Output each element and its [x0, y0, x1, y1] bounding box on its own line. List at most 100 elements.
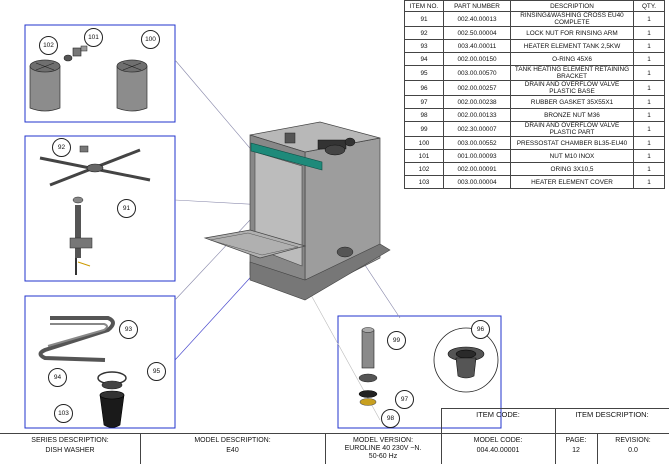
callout-99: 99: [387, 331, 406, 350]
page-cell: PAGE: 12: [555, 434, 597, 464]
detail-frame-bottom: [24, 295, 176, 429]
cell-item-no: 93: [404, 39, 444, 53]
callout-100: 100: [141, 30, 160, 49]
cell-part-number: 003.00.00570: [443, 65, 511, 81]
revision-value: 0.0: [628, 447, 638, 454]
header-description: DESCRIPTION: [510, 0, 634, 12]
cell-item-no: 97: [404, 95, 444, 109]
leader-line: [174, 59, 261, 161]
revision-cell: REVISION: 0.0: [597, 434, 669, 464]
callout-98: 98: [381, 409, 400, 428]
cell-item-no: 101: [404, 149, 444, 163]
model-version-label: MODEL VERSION:: [352, 437, 414, 444]
cell-part-number: 002.00.00238: [443, 95, 511, 109]
cell-item-no: 95: [404, 65, 444, 81]
model-version-cell: MODEL VERSION: EUROLINE 40 230V ~N. 50-6…: [325, 434, 441, 464]
cell-qty: 1: [633, 65, 665, 81]
drain-valve-assembly: [358, 327, 378, 406]
cell-qty: 1: [633, 52, 665, 66]
callout-96: 96: [471, 320, 490, 339]
dishwasher-body: [203, 121, 391, 301]
header-qty: QTY.: [633, 0, 665, 12]
cell-description: HEATER ELEMENT COVER: [510, 175, 634, 189]
cell-description: PRESSOSTAT CHAMBER BL35-EU40: [510, 136, 634, 150]
pressostat-chamber-right: [116, 59, 148, 112]
callout-102: 102: [39, 36, 58, 55]
header-part-number: PART NUMBER: [443, 0, 511, 12]
item-code-label: ITEM CODE:: [476, 410, 520, 419]
cell-part-number: 001.00.00093: [443, 149, 511, 163]
title-block-footer: SERIES DESCRIPTION: DISH WASHER MODEL DE…: [0, 433, 669, 464]
cell-item-no: 99: [404, 121, 444, 137]
detail-frame-middle: [24, 135, 176, 282]
cell-qty: 1: [633, 95, 665, 109]
model-code-cell: MODEL CODE: 004.40.00001: [441, 434, 555, 464]
rinsing-cross: [39, 145, 151, 275]
cell-part-number: 002.50.00004: [443, 26, 511, 40]
callout-95: 95: [147, 362, 166, 381]
cell-qty: 1: [633, 26, 665, 40]
heater-element: [38, 316, 127, 428]
cell-description: O-RING 45X6: [510, 52, 634, 66]
series-value: DISH WASHER: [45, 447, 95, 454]
cell-item-no: 91: [404, 11, 444, 27]
cell-description: RINSING&WASHING CROSS EU40 COMPLETE: [510, 11, 634, 27]
callout-92: 92: [52, 138, 71, 157]
cell-description: ORING 3X10,5: [510, 162, 634, 176]
cell-description: LOCK NUT FOR RINSING ARM: [510, 26, 634, 40]
cell-description: RUBBER GASKET 35X55X1: [510, 95, 634, 109]
cell-qty: 1: [633, 11, 665, 27]
model-description-value: E40: [226, 447, 239, 454]
cell-description: DRAIN AND OVERFLOW VALVE PLASTIC PART: [510, 121, 634, 137]
item-description-label: ITEM DESCRIPTION:: [575, 410, 649, 419]
cell-qty: 1: [633, 108, 665, 122]
model-version-value: EUROLINE 40 230V ~N. 50-60 Hz: [344, 445, 422, 460]
cell-part-number: 002.00.00150: [443, 52, 511, 66]
callout-101: 101: [84, 28, 103, 47]
parts-table-header: ITEM NO. PART NUMBER DESCRIPTION QTY.: [404, 0, 665, 12]
cell-qty: 1: [633, 175, 665, 189]
callout-103: 103: [54, 404, 73, 423]
cell-qty: 1: [633, 80, 665, 96]
callout-94: 94: [48, 368, 67, 387]
cell-item-no: 92: [404, 26, 444, 40]
cell-part-number: 002.30.00007: [443, 121, 511, 137]
cell-item-no: 98: [404, 108, 444, 122]
cell-item-no: 100: [404, 136, 444, 150]
model-code-value: 004.40.00001: [476, 447, 520, 454]
drain-valve-base: [447, 346, 485, 379]
parts-table: ITEM NO. PART NUMBER DESCRIPTION QTY. 91…: [404, 0, 665, 189]
cell-qty: 1: [633, 136, 665, 150]
cell-description: NUT M10 INOX: [510, 149, 634, 163]
header-item-no: ITEM NO.: [404, 0, 444, 12]
detail-frame-top: [24, 24, 176, 123]
cell-qty: 1: [633, 39, 665, 53]
page-value: 12: [572, 447, 580, 454]
drain-detail-circle: [433, 327, 499, 393]
cell-qty: 1: [633, 149, 665, 163]
cell-item-no: 103: [404, 175, 444, 189]
page-label: PAGE:: [565, 437, 587, 444]
cell-description: TANK HEATING ELEMENT RETAINING BRACKET: [510, 65, 634, 81]
series-cell: SERIES DESCRIPTION: DISH WASHER: [0, 434, 140, 464]
callout-91: 91: [117, 199, 136, 218]
cell-qty: 1: [633, 121, 665, 137]
cell-item-no: 96: [404, 80, 444, 96]
pressostat-chamber-left: [29, 59, 61, 112]
cell-description: DRAIN AND OVERFLOW VALVE PLASTIC BASE: [510, 80, 634, 96]
series-label: SERIES DESCRIPTION:: [31, 437, 109, 444]
revision-label: REVISION:: [615, 437, 651, 444]
